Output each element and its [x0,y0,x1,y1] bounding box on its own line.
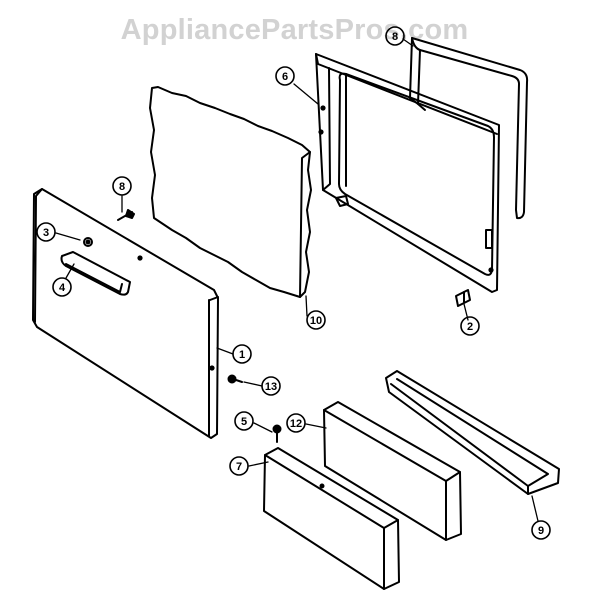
leader-lines [55,38,539,522]
drawer-frame [385,370,560,495]
callout-circles [36,26,551,540]
callout-8-gasket: 8 [392,31,398,43]
door-gasket [409,37,529,220]
drawer-front [263,447,400,590]
outer-door-panel [32,188,219,439]
callout-7: 7 [236,461,242,473]
callout-1: 1 [239,349,245,361]
callout-13: 13 [265,381,277,393]
drawer-back [323,401,462,541]
watermark: AppliancePartsPros.com [120,14,469,46]
inner-door-frame [315,53,500,293]
callout-4: 4 [59,282,66,294]
hinge-clip [455,289,471,307]
callout-5: 5 [241,416,247,428]
door-screw [227,374,243,384]
callout-8-screw: 8 [119,181,125,193]
drawer-screw [272,424,282,443]
frame-screw [117,209,135,221]
door-handle [60,251,131,296]
callout-6: 6 [282,71,288,83]
callout-10: 10 [310,315,322,327]
callout-3: 3 [43,227,49,239]
door-insulation [149,86,312,298]
callout-9: 9 [538,525,544,537]
callout-12: 12 [290,418,302,430]
handle-screw [83,237,93,247]
callout-2: 2 [467,321,473,333]
